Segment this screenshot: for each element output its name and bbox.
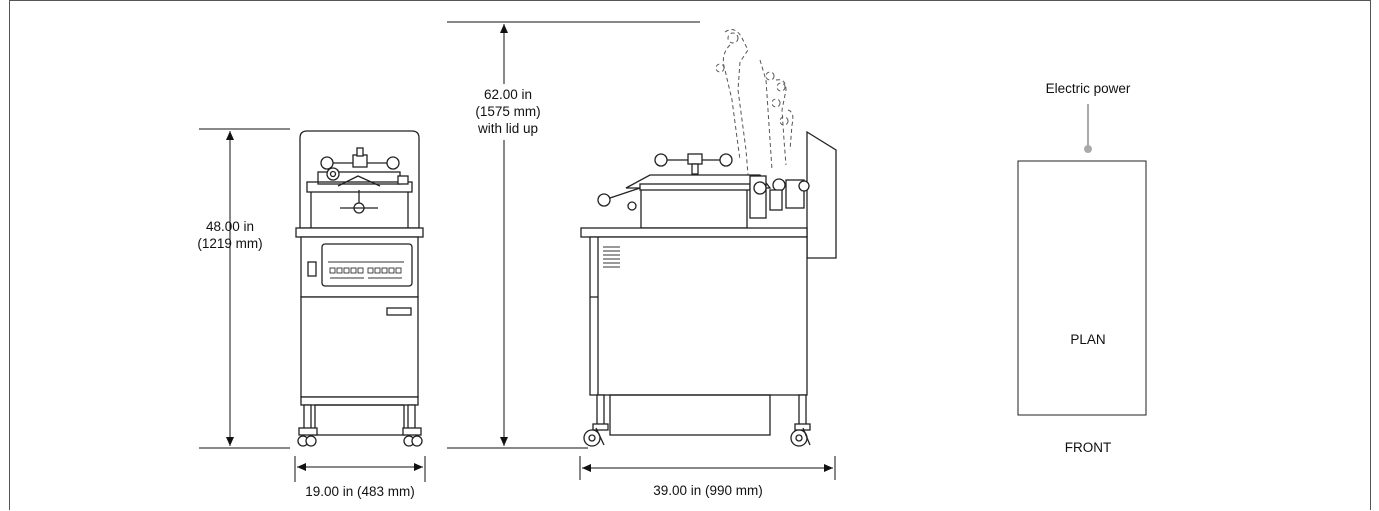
plan-label: PLAN — [1070, 332, 1106, 347]
front-width-dimension — [294, 456, 426, 482]
lid-up-outline — [715, 29, 794, 176]
side-depth-label: 39.00 in (990 mm) — [653, 483, 763, 498]
vent-louvers — [603, 246, 620, 268]
plan-view — [1017, 104, 1147, 416]
side-height-metric: (1575 mm) — [475, 104, 541, 119]
side-height-note: with lid up — [477, 121, 539, 136]
side-height-dimension — [447, 21, 700, 449]
front-height-label: 48.00 in (1219 mm) — [182, 218, 278, 252]
side-view-fryer — [580, 29, 837, 447]
drawing-frame — [9, 0, 1371, 510]
side-height-value: 62.00 in — [483, 87, 533, 102]
electric-power-label: Electric power — [1045, 81, 1131, 96]
front-height-metric: (1219 mm) — [197, 236, 263, 251]
front-view-fryer — [295, 130, 424, 447]
front-height-dimension — [199, 128, 290, 449]
side-depth-dimension — [579, 456, 836, 480]
electric-connection-point — [1084, 145, 1092, 153]
front-label: FRONT — [1064, 440, 1112, 455]
front-height-value: 48.00 in — [205, 219, 255, 234]
front-width-label: 19.00 in (483 mm) — [305, 484, 415, 499]
side-height-label: 62.00 in (1575 mm) with lid up — [466, 86, 550, 137]
